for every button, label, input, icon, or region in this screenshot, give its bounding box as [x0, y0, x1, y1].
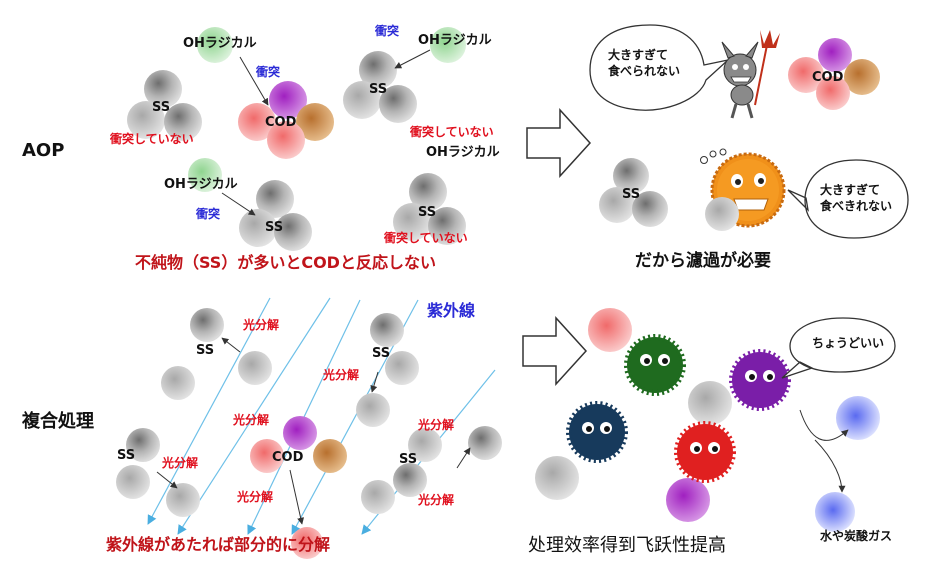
devil-icon	[721, 30, 780, 119]
oh-radical-label: OHラジカル	[426, 145, 500, 160]
arrow-right-icon	[522, 316, 588, 386]
oh-radical-label: OHラジカル	[164, 177, 238, 192]
microbe-icon	[624, 334, 686, 396]
collision-label: 衝突	[196, 207, 221, 221]
uv-label: 紫外線	[427, 301, 476, 320]
speech-bubble-icon	[781, 317, 896, 379]
photolysis-label: 光分解	[237, 490, 274, 504]
aop-panel	[127, 27, 466, 251]
photolysis-label: 光分解	[418, 418, 455, 432]
microbe-icon	[674, 421, 736, 483]
microbe-icon	[729, 349, 791, 411]
combined-panel	[116, 297, 502, 559]
just-right-text: ちょうどいい	[812, 336, 885, 350]
cod-label: COD	[812, 70, 844, 85]
filtration-panel	[589, 24, 909, 239]
oh-radical-label: OHラジカル	[418, 33, 492, 48]
photolysis-label: 光分解	[162, 456, 199, 470]
water-co2-label: 水や炭酸ガス	[820, 529, 893, 543]
photolysis-label: 光分解	[418, 493, 455, 507]
ss-label: SS	[369, 82, 388, 97]
ss-label: SS	[265, 220, 284, 235]
ss-label: SS	[152, 100, 171, 115]
uv-conclusion: 紫外線があたれば部分的に分解	[106, 535, 331, 554]
too-big-eat2-text: 大きすぎて 食べきれない	[820, 183, 893, 213]
aop-conclusion: 不純物（SS）が多いとCODと反応しない	[135, 253, 436, 272]
aop-label: AOP	[22, 140, 65, 161]
collision-label: 衝突	[256, 65, 281, 79]
collision-label: 衝突	[375, 24, 400, 38]
cod-label: COD	[265, 115, 297, 130]
photolysis-label: 光分解	[243, 318, 280, 332]
microbe-icon	[566, 401, 628, 463]
microbe-panel	[535, 308, 896, 532]
photolysis-label: 光分解	[233, 413, 270, 427]
ss-label: SS	[622, 187, 641, 202]
efficiency-conclusion: 处理效率得到飞跃性提高	[528, 535, 726, 556]
no-collision-label: 衝突していない	[384, 231, 468, 245]
speech-bubble-icon	[589, 24, 731, 111]
ss-label: SS	[418, 205, 437, 220]
ss-label: SS	[399, 452, 418, 467]
no-collision-label: 衝突していない	[110, 132, 194, 146]
ss-label: SS	[117, 448, 136, 463]
arrow-right-icon	[526, 108, 592, 178]
too-big-eat-text: 大きすぎて 食べられない	[608, 48, 681, 78]
speech-bubble-icon	[787, 159, 909, 239]
orange-monster-icon	[700, 148, 786, 231]
combined-label: 複合処理	[22, 411, 94, 432]
photolysis-label: 光分解	[323, 368, 360, 382]
no-collision-label: 衝突していない	[410, 125, 494, 139]
filtration-conclusion: だから濾過が必要	[635, 251, 771, 271]
ss-label: SS	[372, 346, 391, 361]
oh-radical-label: OHラジカル	[183, 36, 257, 51]
ss-label: SS	[196, 343, 215, 358]
cod-label: COD	[272, 450, 304, 465]
